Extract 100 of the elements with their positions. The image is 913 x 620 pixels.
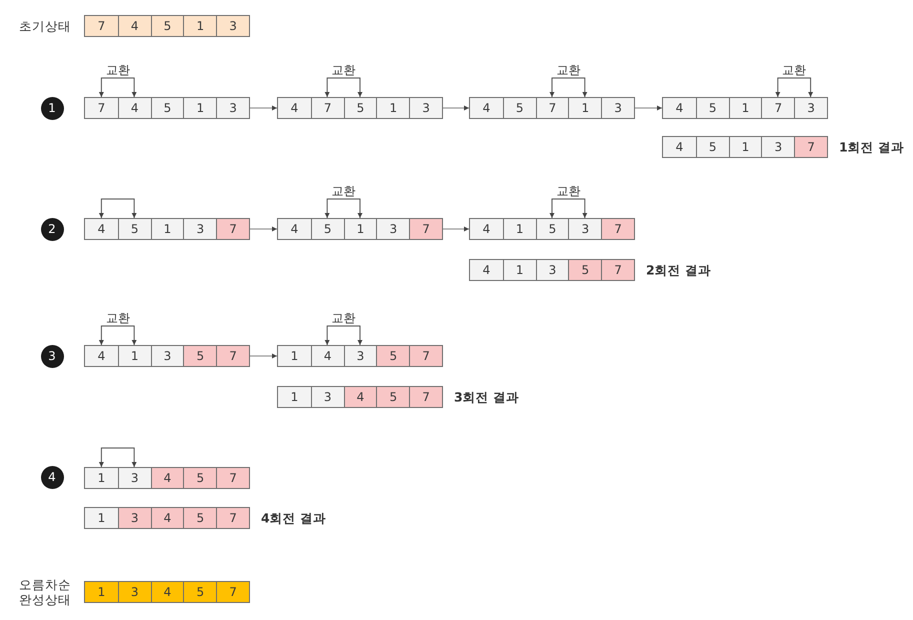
number-cell: 1	[376, 98, 410, 118]
number-cell: 7	[794, 137, 827, 157]
arrow	[250, 226, 278, 232]
swap-arrow	[324, 326, 362, 346]
number-cell: 4	[118, 16, 151, 36]
number-cell: 3	[536, 260, 568, 280]
number-array	[277, 218, 443, 240]
step-number-marker: 1	[40, 96, 64, 120]
number-cell: 7	[536, 98, 568, 118]
number-cell: 3	[118, 468, 151, 488]
number-cell: 7	[310, 98, 344, 118]
number-cell: 3	[183, 219, 216, 239]
number-cell: 5	[696, 98, 729, 118]
edge-label: 교환	[330, 311, 357, 325]
number-array	[84, 467, 250, 489]
number-cell: 3	[568, 219, 602, 239]
number-cell: 1	[85, 508, 118, 528]
number-array	[84, 218, 250, 240]
swap-arrow	[98, 326, 137, 346]
number-cell: 4	[150, 508, 184, 528]
swap-arrow	[324, 78, 362, 98]
number-cell: 5	[536, 219, 568, 239]
number-array	[84, 345, 250, 367]
pass-result-label: 3회전 결과	[454, 390, 520, 404]
number-cell: 7	[216, 468, 249, 488]
number-cell: 7	[216, 508, 249, 528]
number-cell: 4	[310, 346, 344, 366]
state-label: 초기상태	[19, 18, 72, 34]
number-array	[84, 97, 250, 119]
number-cell: 7	[409, 387, 442, 407]
swap-arrow	[550, 198, 588, 218]
number-cell: 4	[85, 219, 118, 239]
number-cell: 1	[502, 260, 536, 280]
swap-arrow	[98, 448, 137, 468]
number-array	[277, 97, 443, 119]
number-cell: 4	[278, 98, 311, 118]
number-cell: 7	[601, 219, 634, 239]
number-cell: 7	[85, 16, 118, 36]
number-cell: 7	[761, 98, 794, 118]
edge-label: 교환	[104, 311, 131, 325]
number-cell: 4	[118, 98, 151, 118]
edge-label: 교환	[330, 63, 357, 77]
number-cell: 7	[216, 582, 249, 602]
number-cell: 4	[663, 137, 696, 157]
number-cell: 1	[344, 219, 376, 239]
number-cell: 5	[150, 98, 184, 118]
number-cell: 3	[761, 137, 794, 157]
number-cell: 5	[502, 98, 536, 118]
number-cell: 4	[663, 98, 696, 118]
pass-result-label: 1회전 결과	[839, 140, 904, 154]
step-number-marker: 3	[40, 344, 64, 368]
edge-label: 교환	[104, 63, 131, 77]
number-cell: 3	[376, 219, 410, 239]
number-cell: 3	[601, 98, 634, 118]
number-cell: 4	[344, 387, 376, 407]
number-cell: 5	[183, 508, 216, 528]
state-label: 오름차순 완성상태	[19, 577, 72, 607]
number-cell: 4	[85, 346, 118, 366]
number-cell: 1	[85, 468, 118, 488]
number-cell: 3	[216, 98, 249, 118]
arrow	[250, 354, 278, 358]
number-cell: 3	[150, 346, 184, 366]
swap-arrow	[98, 78, 137, 98]
number-cell: 7	[216, 219, 249, 239]
arrow	[442, 226, 470, 232]
number-cell: 1	[728, 98, 762, 118]
number-array	[469, 218, 635, 240]
number-array	[469, 97, 635, 119]
number-cell: 1	[728, 137, 762, 157]
swap-arrow	[550, 78, 588, 98]
number-cell: 3	[794, 98, 827, 118]
number-cell: 7	[601, 260, 634, 280]
number-cell: 5	[183, 346, 216, 366]
number-cell: 1	[278, 387, 311, 407]
swap-arrow	[324, 198, 362, 218]
number-cell: 1	[85, 582, 118, 602]
number-cell: 5	[568, 260, 602, 280]
number-cell: 5	[183, 468, 216, 488]
swap-arrow	[98, 198, 137, 218]
number-cell: 3	[118, 508, 151, 528]
arrow	[634, 106, 662, 110]
number-cell: 7	[216, 346, 249, 366]
pass-result-label: 4회전 결과	[261, 510, 326, 526]
number-cell: 7	[409, 219, 442, 239]
pass-result-label: 2회전 결과	[646, 262, 712, 278]
number-cell: 4	[150, 582, 184, 602]
number-cell: 4	[470, 260, 503, 280]
number-cell: 5	[376, 346, 410, 366]
number-array	[277, 345, 443, 367]
step-number-marker: 4	[40, 466, 64, 488]
number-cell: 3	[310, 387, 344, 407]
number-cell: 3	[118, 582, 151, 602]
number-cell: 3	[409, 98, 442, 118]
edge-label: 교환	[555, 63, 582, 77]
number-cell: 1	[278, 346, 311, 366]
number-cell: 5	[150, 16, 184, 36]
arrow	[442, 106, 470, 110]
number-cell: 1	[502, 219, 536, 239]
number-cell: 7	[409, 346, 442, 366]
number-cell: 1	[568, 98, 602, 118]
